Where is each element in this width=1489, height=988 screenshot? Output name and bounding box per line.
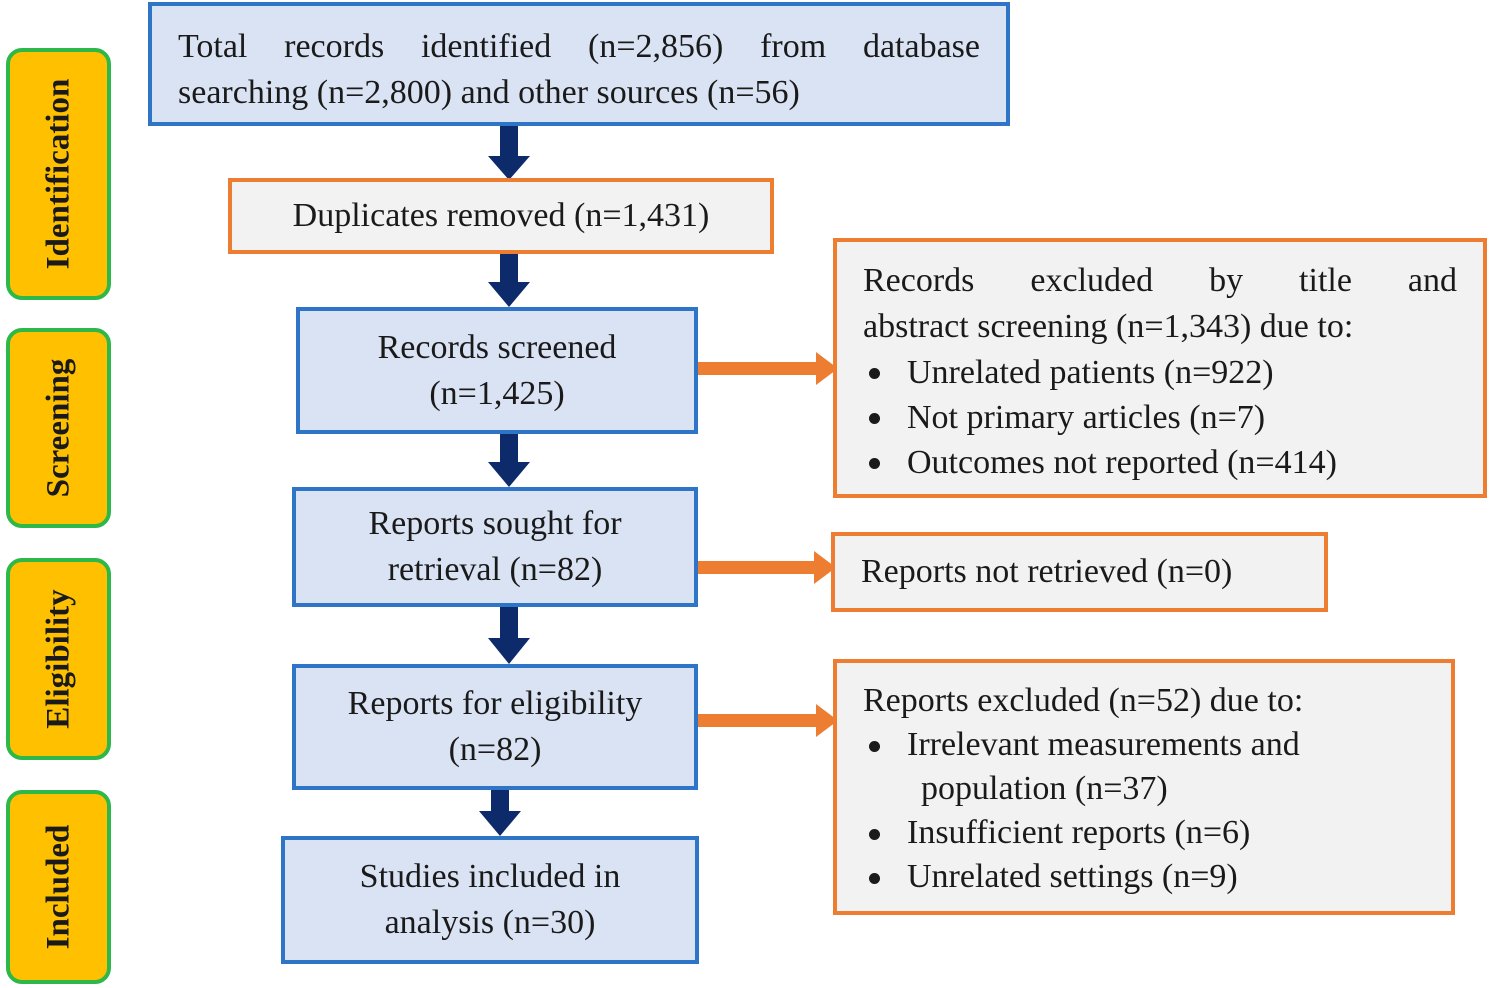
duplicates-removed-box: Duplicates removed (n=1,431) <box>228 178 774 254</box>
side-arrow-3-shaft <box>698 714 818 727</box>
records-identified-line-2: searching (n=2,800) and other sources (n… <box>178 74 800 111</box>
reports-excluded-eligibility-box: Reports excluded (n=52) due to: Irreleva… <box>833 659 1455 915</box>
stage-included: Included <box>6 790 111 984</box>
bullet-dot <box>869 458 880 469</box>
down-arrow-3-head <box>488 462 530 487</box>
side-arrow-1-shaft <box>698 362 818 375</box>
bullet-dot <box>869 368 880 379</box>
eligibility-reason-3: Unrelated settings (n=9) <box>907 858 1238 895</box>
down-arrow-5-head <box>479 811 521 836</box>
screening-reason-not-primary: Not primary articles (n=7) <box>863 395 1457 440</box>
down-arrow-2-shaft <box>500 252 518 284</box>
stage-included-label: Included <box>40 824 76 950</box>
records-screened-line-1: Records screened <box>377 328 617 366</box>
records-excluded-line-2: abstract screening (n=1,343) due to: <box>863 308 1354 345</box>
records-identified-box: Total records identified (n=2,856) from … <box>148 2 1010 126</box>
screening-reason-outcomes-not-reported: Outcomes not reported (n=414) <box>863 440 1457 485</box>
reports-not-retrieved-box: Reports not retrieved (n=0) <box>831 532 1328 612</box>
reports-eligibility-box: Reports for eligibility (n=82) <box>292 664 698 790</box>
reports-eligibility-line-1: Reports for eligibility <box>347 685 643 722</box>
records-screened-line-2: (n=1,425) <box>429 374 565 412</box>
studies-included-line-1: Studies included in <box>359 858 621 895</box>
reports-eligibility-line-2: (n=82) <box>448 731 542 768</box>
stage-screening-label: Screening <box>40 358 76 498</box>
bullet-dot <box>869 413 880 424</box>
stage-eligibility: Eligibility <box>6 558 111 760</box>
down-arrow-2-head <box>488 282 530 307</box>
eligibility-reason-1-line-1: Irrelevant measurements and <box>907 726 1300 763</box>
records-excluded-line-1: Records excluded by title and <box>863 262 1457 299</box>
reports-sought-line-1: Reports sought for <box>368 505 622 542</box>
screening-reason-text: Not primary articles (n=7) <box>907 399 1266 436</box>
bullet-dot <box>869 741 880 752</box>
records-excluded-screening-box: Records excluded by title and abstract s… <box>833 238 1487 498</box>
reports-not-retrieved-text: Reports not retrieved (n=0) <box>861 553 1233 590</box>
studies-included-box: Studies included in analysis (n=30) <box>281 836 699 964</box>
eligibility-reason-2: Insufficient reports (n=6) <box>907 814 1251 851</box>
side-arrow-2-shaft <box>698 561 816 574</box>
eligibility-reason-irrelevant-measurements: Irrelevant measurements and population (n… <box>863 723 1425 811</box>
screening-exclusion-reasons: Unrelated patients (n=922) Not primary a… <box>863 350 1457 485</box>
duplicates-removed-text: Duplicates removed (n=1,431) <box>292 197 710 234</box>
records-identified-line-1: Total records identified (n=2,856) from … <box>178 28 980 65</box>
screening-reason-text: Unrelated patients (n=922) <box>907 354 1274 391</box>
reports-sought-box: Reports sought for retrieval (n=82) <box>292 487 698 607</box>
bullet-dot <box>869 873 880 884</box>
stage-identification-label: Identification <box>40 78 76 270</box>
stage-screening: Screening <box>6 328 111 528</box>
eligibility-reason-unrelated-settings: Unrelated settings (n=9) <box>863 855 1425 899</box>
screening-reason-unrelated-patients: Unrelated patients (n=922) <box>863 350 1457 395</box>
studies-included-line-2: analysis (n=30) <box>384 904 596 941</box>
down-arrow-4-shaft <box>500 606 518 640</box>
records-screened-box: Records screened (n=1,425) <box>296 307 698 434</box>
down-arrow-5-shaft <box>491 789 509 813</box>
down-arrow-3-shaft <box>500 432 518 464</box>
down-arrow-1-head <box>488 156 530 180</box>
down-arrow-4-head <box>488 638 530 664</box>
eligibility-reason-1-line-2: population (n=37) <box>921 770 1168 807</box>
stage-eligibility-label: Eligibility <box>40 589 76 729</box>
stage-identification: Identification <box>6 48 111 300</box>
eligibility-reason-insufficient-reports: Insufficient reports (n=6) <box>863 811 1425 855</box>
reports-excluded-header: Reports excluded (n=52) due to: <box>863 682 1304 719</box>
bullet-dot <box>869 829 880 840</box>
side-arrows <box>698 352 838 737</box>
reports-sought-line-2: retrieval (n=82) <box>387 551 603 588</box>
eligibility-exclusion-reasons: Irrelevant measurements and population (n… <box>863 723 1425 899</box>
screening-reason-text: Outcomes not reported (n=414) <box>907 444 1337 481</box>
down-arrow-1-shaft <box>500 126 518 158</box>
